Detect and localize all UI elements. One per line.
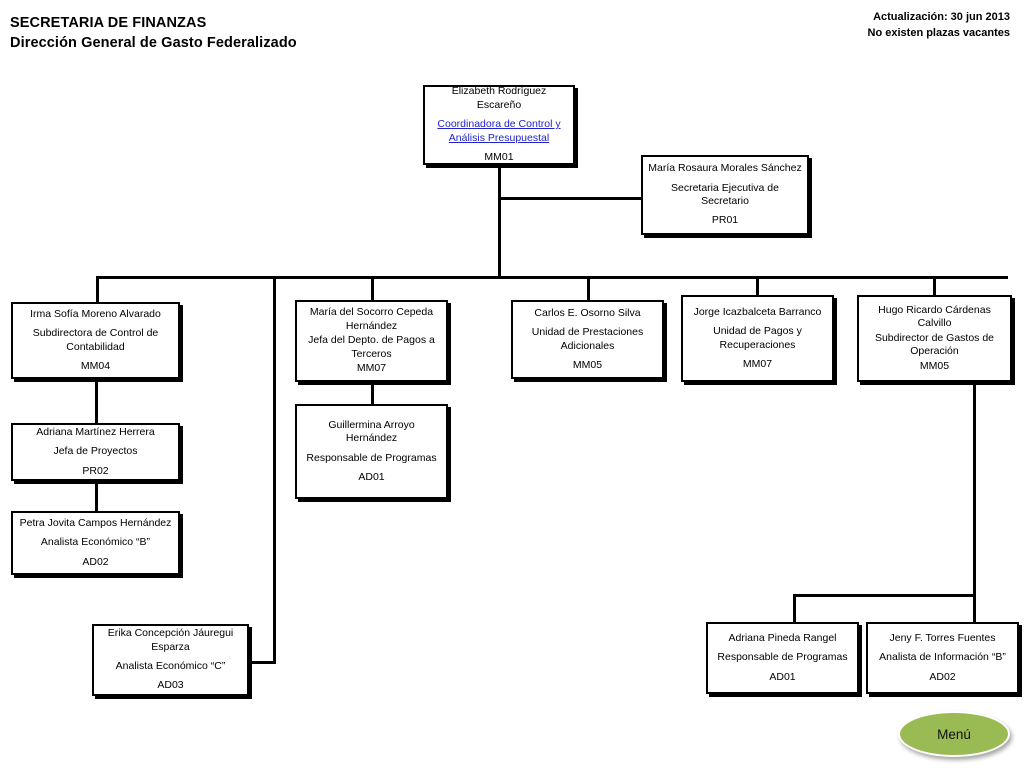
org-node-secretaria-ejecutiva[interactable]: María Rosaura Morales Sánchez Secretaria… — [641, 155, 809, 235]
org-node-coordinadora[interactable]: Elizabeth Rodríguez Escareño Coordinador… — [423, 85, 575, 165]
connector-main-bus — [96, 276, 1008, 279]
page-title: SECRETARIA DE FINANZAS Dirección General… — [10, 14, 297, 53]
node-role: Analista de Información “B” — [879, 651, 1006, 664]
node-name: Guillermina Arroyo Hernández — [328, 418, 415, 445]
node-code: AD01 — [358, 470, 385, 483]
node-role: Subdirector de Gastos de Operación — [874, 331, 995, 358]
org-node-jefa-proyectos[interactable]: Adriana Martínez Herrera Jefa de Proyect… — [11, 423, 180, 481]
connector-drop-pineda — [793, 594, 796, 622]
node-name: Irma Sofía Moreno Alvarado — [30, 307, 161, 320]
vacancy-note: No existen plazas vacantes — [867, 26, 1010, 39]
node-code: AD02 — [82, 555, 109, 568]
connector-drop-jeny — [973, 594, 976, 622]
node-role: Jefa del Depto. de Pagos a Terceros — [308, 334, 435, 360]
node-code: AD03 — [157, 679, 184, 692]
node-role: Unidad de Prestaciones Adicionales — [531, 326, 644, 352]
node-code: MM05 — [572, 358, 603, 371]
org-node-responsable-programas-1[interactable]: Guillermina Arroyo Hernández Responsable… — [295, 404, 448, 499]
node-code: MM04 — [80, 359, 111, 372]
menu-button[interactable]: Menú — [898, 711, 1010, 757]
connector-drop-irma — [96, 276, 99, 302]
node-code: MM07 — [742, 357, 773, 370]
connector-drop-erika-trunk — [273, 276, 276, 664]
node-name: Petra Jovita Campos Hernández — [19, 516, 172, 529]
node-role: Responsable de Programas — [717, 651, 848, 664]
node-role: Analista Económico “B” — [40, 536, 151, 549]
connector-lower-right-bus — [793, 594, 976, 597]
node-code: MM01 — [484, 151, 514, 164]
department-name: Dirección General de Gasto Federalizado — [10, 34, 297, 51]
menu-button-label: Menú — [937, 726, 971, 742]
connector-adriana-to-petra — [95, 481, 98, 511]
node-name: Carlos E. Osorno Silva — [534, 306, 641, 319]
node-name: Adriana Pineda Rangel — [728, 631, 837, 644]
connector-drop-socorro — [371, 276, 374, 300]
node-role: Analista Económico “C” — [115, 660, 226, 672]
org-node-responsable-programas-2[interactable]: Adriana Pineda Rangel Responsable de Pro… — [706, 622, 859, 694]
connector-drop-hugo — [933, 276, 936, 295]
org-node-unidad-pagos-recuperaciones[interactable]: Jorge Icazbalceta Barranco Unidad de Pag… — [681, 295, 834, 382]
node-code: MM05 — [919, 359, 950, 372]
node-role: Responsable de Programas — [306, 451, 437, 464]
node-name: María del Socorro Cepeda Hernández — [309, 306, 434, 332]
node-name: Adriana Martínez Herrera — [36, 425, 155, 438]
node-name: Hugo Ricardo Cárdenas Calvillo — [878, 303, 991, 330]
org-node-analista-informacion-b[interactable]: Jeny F. Torres Fuentes Analista de Infor… — [866, 622, 1019, 694]
node-code: MM07 — [356, 362, 387, 375]
node-name: Jorge Icazbalceta Barranco — [693, 305, 822, 318]
org-node-jefa-depto-pagos-terceros[interactable]: María del Socorro Cepeda Hernández Jefa … — [295, 300, 448, 382]
org-node-subdirectora-contabilidad[interactable]: Irma Sofía Moreno Alvarado Subdirectora … — [11, 302, 180, 379]
node-code: PR01 — [711, 214, 739, 227]
node-role: Secretaria Ejecutiva de Secretario — [671, 181, 779, 207]
org-node-subdirector-gastos-operacion[interactable]: Hugo Ricardo Cárdenas Calvillo Subdirect… — [857, 295, 1012, 382]
node-name: María Rosaura Morales Sánchez — [648, 162, 802, 175]
connector-irma-to-adriana — [95, 379, 98, 423]
node-name: Elizabeth Rodríguez Escareño — [451, 85, 547, 111]
node-name: Jeny F. Torres Fuentes — [889, 631, 996, 644]
connector-hugo-trunk — [973, 382, 976, 595]
node-role-link[interactable]: Coordinadora de Control y Análisis Presu… — [437, 118, 561, 144]
node-role: Jefa de Proyectos — [53, 445, 138, 458]
node-name: Erika Concepción Jáuregui Esparza — [107, 627, 234, 653]
org-node-analista-economico-b[interactable]: Petra Jovita Campos Hernández Analista E… — [11, 511, 180, 575]
connector-drop-carlos — [587, 276, 590, 300]
connector-erika-elbow — [249, 661, 276, 664]
connector-root-to-secretaria — [498, 197, 644, 200]
update-date: Actualización: 30 jun 2013 — [873, 11, 1010, 23]
connector-socorro-to-guillermina — [371, 382, 374, 404]
node-code: PR02 — [82, 464, 109, 477]
node-code: AD01 — [769, 670, 796, 683]
connector-root-trunk — [498, 164, 501, 279]
node-role: Subdirectora de Control de Contabilidad — [32, 327, 159, 353]
org-node-unidad-prestaciones[interactable]: Carlos E. Osorno Silva Unidad de Prestac… — [511, 300, 664, 379]
organization-name: SECRETARIA DE FINANZAS — [10, 15, 207, 31]
node-role: Unidad de Pagos y Recuperaciones — [713, 325, 802, 351]
update-info: Actualización: 30 jun 2013 No existen pl… — [868, 10, 1010, 42]
org-node-analista-economico-c[interactable]: Erika Concepción Jáuregui Esparza Analis… — [92, 624, 249, 696]
connector-drop-jorge — [756, 276, 759, 295]
node-code: AD02 — [929, 670, 956, 683]
